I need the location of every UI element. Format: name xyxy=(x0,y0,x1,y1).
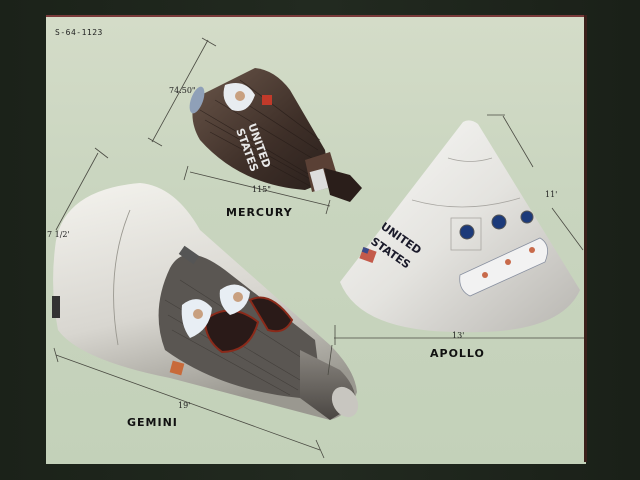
apollo-dim-height: 11' xyxy=(545,190,558,199)
gemini-capsule xyxy=(52,183,359,420)
gemini-label: GEMINI xyxy=(127,416,178,429)
gemini-dim-length: 19' xyxy=(178,401,191,410)
catalog-number: S-64-1123 xyxy=(55,28,103,37)
mercury-dimension-lines xyxy=(147,37,331,215)
mercury-label: MERCURY xyxy=(226,206,293,219)
mercury-dim-diameter: 74.50" xyxy=(169,86,196,95)
apollo-dimension-lines xyxy=(334,114,584,345)
mercury-capsule: UNITED STATES xyxy=(189,68,362,202)
apollo-capsule: UNITED STATES xyxy=(340,120,580,333)
gemini-dimension-lines xyxy=(53,147,333,459)
gemini-dim-diameter: 7 1/2' xyxy=(47,230,70,239)
apollo-label: APOLLO xyxy=(430,347,485,360)
mercury-dim-length: 115" xyxy=(252,185,271,194)
apollo-dim-diameter: 13' xyxy=(452,331,465,340)
panel-edge xyxy=(584,15,587,462)
